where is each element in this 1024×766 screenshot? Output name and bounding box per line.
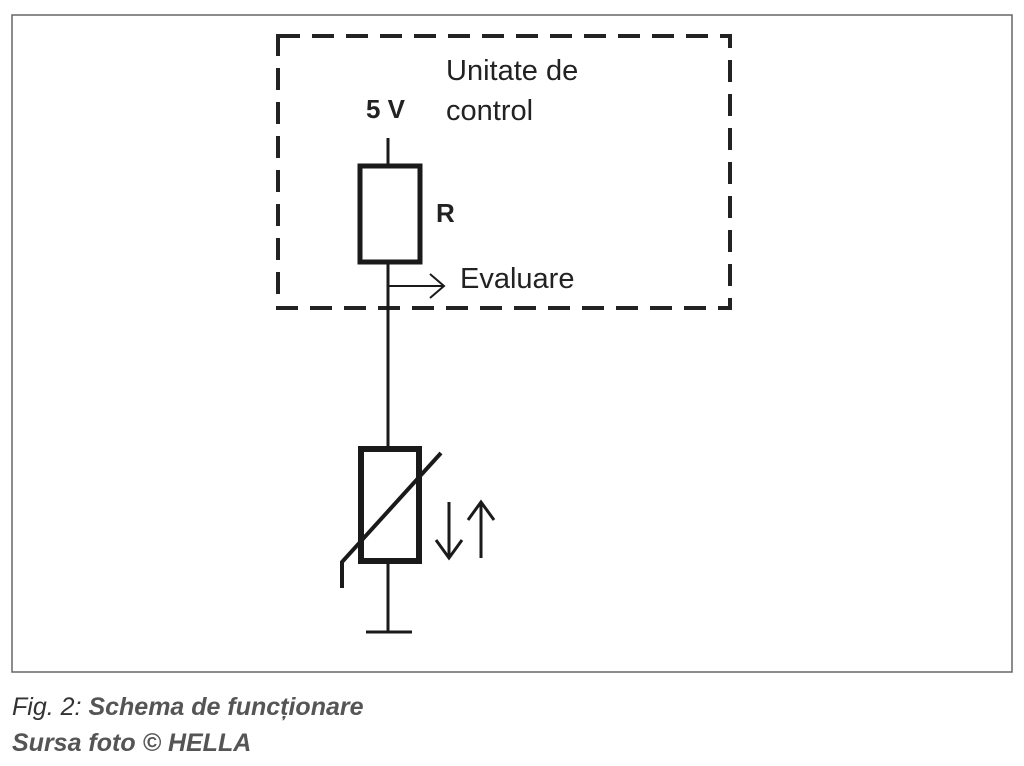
arrow-up-icon [466, 499, 496, 558]
thermistor-symbol [358, 446, 422, 564]
evaluation-label: Evaluare [460, 263, 574, 295]
figure-caption: Fig. 2: Schema de funcționare [12, 692, 364, 722]
photo-source: Sursa foto © HELLA [12, 728, 251, 758]
control-unit-boundary [276, 34, 732, 310]
resistor-symbol [357, 163, 423, 265]
thermistor-diagonal [340, 451, 443, 588]
source-name: HELLA [167, 729, 252, 757]
evaluation-arrow-icon [388, 273, 446, 299]
figure-title: Schema de funcționare [88, 693, 364, 721]
figure-frame [11, 14, 1013, 673]
circuit [340, 138, 496, 634]
resistor-label: R [436, 198, 455, 228]
arrow-down-icon [434, 502, 464, 561]
figure-number: Fig. 2: [12, 693, 82, 721]
control-unit-label-2: control [446, 95, 533, 127]
control-unit-label-1: Unitate de [446, 55, 578, 87]
voltage-label: 5 V [366, 94, 406, 124]
source-label: Sursa foto © [12, 729, 161, 757]
